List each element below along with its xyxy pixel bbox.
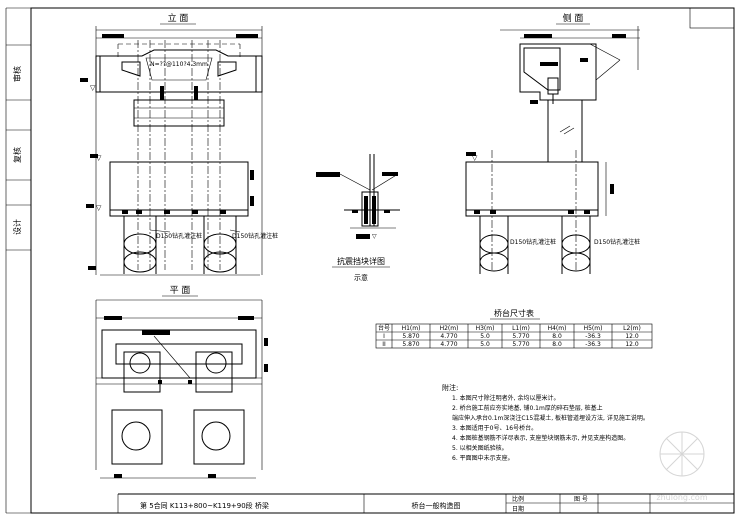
watermark: zhulong.com [656, 431, 708, 502]
svg-text:▽: ▽ [472, 154, 478, 162]
note-2: 2. 桥台施工前应夯实地基, 铺0.1m厚的碎石垫层, 桩基上 [452, 404, 603, 412]
table-cell: 5.870 [402, 333, 419, 340]
corner-box [689, 7, 735, 29]
side-view: 侧 面 ▽ [465, 12, 640, 274]
svg-text:▽: ▽ [372, 233, 377, 240]
sheet-border [30, 7, 735, 514]
note-1: 1. 本图尺寸除注明者外, 余均以厘米计。 [452, 394, 559, 402]
side-label-middle: 复核 [12, 147, 22, 163]
elevation-view: 立 面 N=??@110?4.3mm ▽ ▽ ▽ [80, 12, 278, 276]
table-header-cell: L1(m) [512, 325, 530, 332]
note-3: 端应伸入承台0.1m深浇注C15混凝土, 板桩管道埋设方法, 详见施工说明。 [452, 414, 649, 422]
elevation-title: 立 面 [168, 12, 189, 24]
drawing-name: 桥台一般构造图 [412, 501, 461, 510]
table-cell: 5.0 [480, 333, 490, 340]
sheet-label: 图 号 [574, 496, 588, 503]
table-cell: 4.770 [440, 341, 457, 348]
table-frame [375, 323, 653, 349]
table-cell: 8.0 [552, 333, 562, 340]
pile-label-left: D150钻孔灌注桩 [156, 232, 202, 240]
table-title: 桥台尺寸表 [494, 308, 534, 318]
note-6: 5. 以相关图纸验核。 [452, 444, 508, 452]
note-4: 3. 本图适用于0号、16号桥台。 [452, 424, 537, 432]
side-pile-label-right: D150钻孔灌注桩 [594, 238, 640, 246]
svg-text:▽: ▽ [96, 154, 102, 162]
elevation-piles [123, 216, 237, 274]
table-header-cell: H5(m) [584, 325, 603, 332]
beam-label: N=??@110?4.3mm [150, 61, 208, 68]
note-7: 6. 平面图中未示支座。 [452, 454, 514, 462]
side-pile-label-left: D150钻孔灌注桩 [510, 238, 556, 246]
detail-subtitle: 示意 [354, 273, 368, 282]
table-cell: 12.0 [625, 333, 639, 340]
notes-heading: 附注: [442, 383, 458, 392]
table-header-cell: H2(m) [440, 325, 459, 332]
table-cell: -36.3 [585, 333, 601, 340]
table-cell: 4.770 [440, 333, 457, 340]
side-piles [479, 216, 591, 274]
table-cell: 5.870 [402, 341, 419, 348]
scale-label: 比例 [512, 495, 524, 503]
table-header-cell: 台号 [378, 324, 390, 332]
table-header-cell: H4(m) [548, 325, 567, 332]
table-header-cell: H1(m) [402, 325, 421, 332]
table-cell: 5.770 [512, 341, 529, 348]
watermark-text: zhulong.com [656, 493, 707, 502]
table-cell: 5.0 [480, 341, 490, 348]
table-header-cell: L2(m) [623, 325, 641, 332]
svg-text:▽: ▽ [90, 84, 96, 92]
table-cell: II [382, 341, 386, 348]
table-cell: 5.770 [512, 333, 529, 340]
project-title: 第 5合同 K113+800~K119+90段 桥梁 [140, 501, 269, 510]
dimension-table: 桥台尺寸表 台号 H1(m) H2(m) H3(m) L1(m) H4(m) H5(m) L2… [375, 308, 653, 349]
plan-piles [111, 351, 245, 465]
table-cell: 8.0 [552, 341, 562, 348]
table-cell: I [383, 333, 385, 340]
detail-view: ▽ 抗震挡块详图 示意 [316, 154, 400, 282]
side-title: 侧 面 [563, 12, 584, 24]
detail-title: 抗震挡块详图 [337, 256, 385, 266]
note-5: 4. 本图桩基钢筋不详尽表示, 支座垫块钢筋未示, 并见支座构造图。 [452, 434, 629, 442]
pile-label-right: D150钻孔灌注桩 [232, 232, 278, 240]
table-cell: 12.0 [625, 341, 639, 348]
plan-view: 平 面 [95, 285, 268, 479]
table-cell: -36.3 [585, 341, 601, 348]
table-grid: 台号 H1(m) H2(m) H3(m) L1(m) H4(m) H5(m) L2(m) I 5.… [375, 323, 653, 349]
title-block: 第 5合同 K113+800~K119+90段 桥梁 桥台一般构造图 比例 日期… [117, 493, 734, 513]
plan-title: 平 面 [170, 285, 191, 296]
date-label: 日期 [512, 505, 524, 513]
notes-block: 附注: 1. 本图尺寸除注明者外, 余均以厘米计。 2. 桥台施工前应夯实地基,… [442, 383, 649, 462]
side-label-bottom: 设计 [12, 219, 22, 235]
side-label-top: 审核 [12, 66, 22, 82]
svg-text:▽: ▽ [96, 204, 102, 212]
table-header-cell: H3(m) [476, 325, 495, 332]
